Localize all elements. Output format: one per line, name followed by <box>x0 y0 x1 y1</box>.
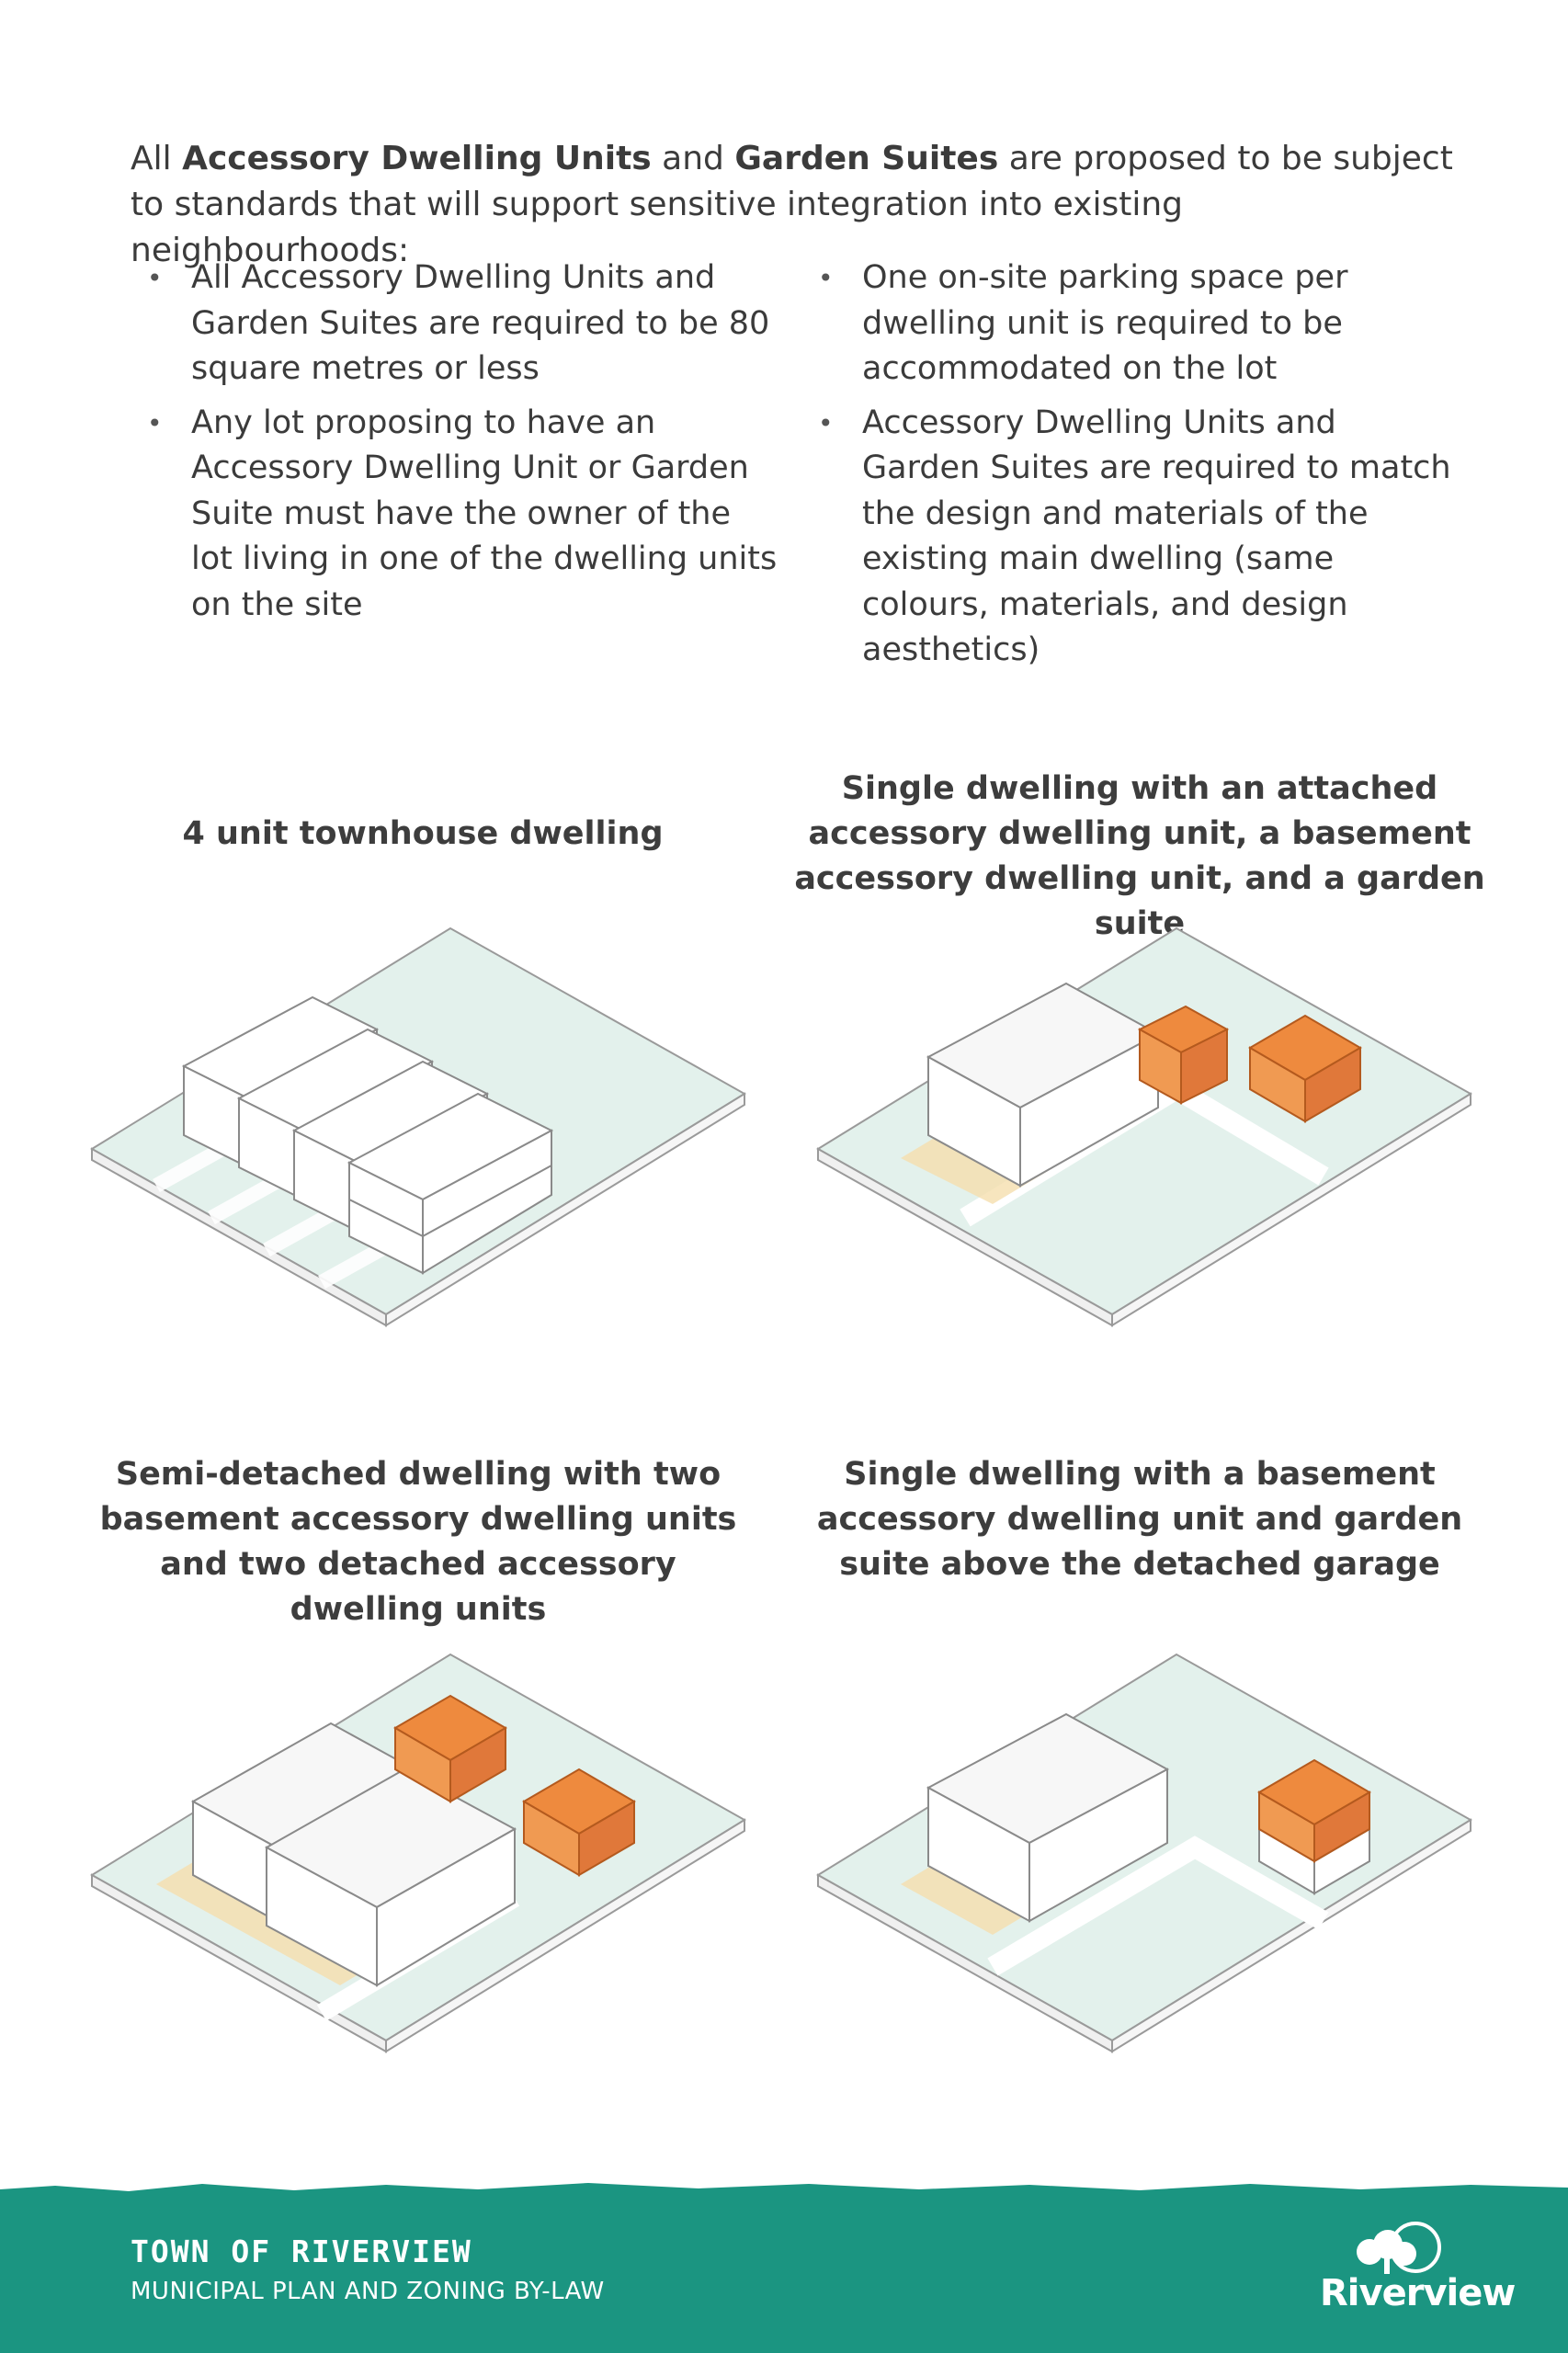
caption-single-attached: Single dwelling with an attached accesso… <box>794 770 1485 942</box>
intro-suffix: are proposed to be subject to standards … <box>131 140 1453 269</box>
main-dwelling <box>926 982 1161 1188</box>
bullet-list-left: • All Accessory Dwelling Units and Garden… <box>147 256 781 636</box>
tree-sun-icon <box>1357 2222 1441 2274</box>
bullet-text: One on-site parking space per dwelling u… <box>862 259 1348 387</box>
footer-band <box>0 2183 1568 2353</box>
bullet-list-right: • One on-site parking space per dwelling … <box>818 256 1461 682</box>
caption-single-garage: Single dwelling with a basement accessor… <box>816 1456 1463 1583</box>
bullet-item: • All Accessory Dwelling Units and Garden… <box>147 256 781 392</box>
intro-prefix: All <box>131 140 183 177</box>
lot-parcel <box>816 926 1472 1316</box>
bullet-item: • One on-site parking space per dwelling … <box>818 256 1461 392</box>
bullet-item: • Accessory Dwelling Units and Garden Sui… <box>818 401 1461 674</box>
caption-townhouse: 4 unit townhouse dwelling <box>182 815 664 852</box>
bullet-item: • Any lot proposing to have an Accessory … <box>147 401 781 629</box>
detached-adu <box>393 1694 507 1803</box>
single-garage-diagram <box>816 1653 1472 2053</box>
garden-suite-above-garage <box>1257 1758 1371 1863</box>
bullet-marker: • <box>147 407 163 438</box>
bullet-marker: • <box>147 263 163 293</box>
intro-mid: and <box>651 140 735 177</box>
bullet-text: All Accessory Dwelling Units and Garden … <box>191 259 770 387</box>
townhouse-diagram <box>90 926 746 1327</box>
intro-paragraph: All Accessory Dwelling Units and Garden … <box>131 136 1454 274</box>
attached-adu <box>1137 1005 1230 1105</box>
main-dwelling <box>926 1712 1170 1923</box>
intro-term-garden: Garden Suites <box>734 140 999 177</box>
garden-suite <box>1248 1014 1362 1123</box>
bullet-marker: • <box>818 407 834 438</box>
townhouse-block <box>181 995 554 1275</box>
detached-adu <box>522 1768 636 1877</box>
bullet-text: Any lot proposing to have an Accessory D… <box>191 404 778 623</box>
semi-detached-diagram <box>90 1653 746 2053</box>
detached-garage <box>1258 1827 1370 1895</box>
intro-term-adu: Accessory Dwelling Units <box>182 140 652 177</box>
riverview-logo: Riverview <box>1320 2272 1516 2314</box>
semi-detached-dwelling <box>190 1722 517 1987</box>
single-attached-diagram <box>816 926 1472 1327</box>
bullet-text: Accessory Dwelling Units and Garden Suit… <box>862 404 1451 669</box>
caption-semi-detached: Semi-detached dwelling with two basement… <box>99 1456 737 1628</box>
footer-title: TOWN OF RIVERVIEW <box>131 2234 472 2269</box>
bullet-marker: • <box>818 263 834 293</box>
footer-subtitle: MUNICIPAL PLAN AND ZONING BY-LAW <box>131 2278 605 2305</box>
driveway <box>987 1836 1329 1976</box>
